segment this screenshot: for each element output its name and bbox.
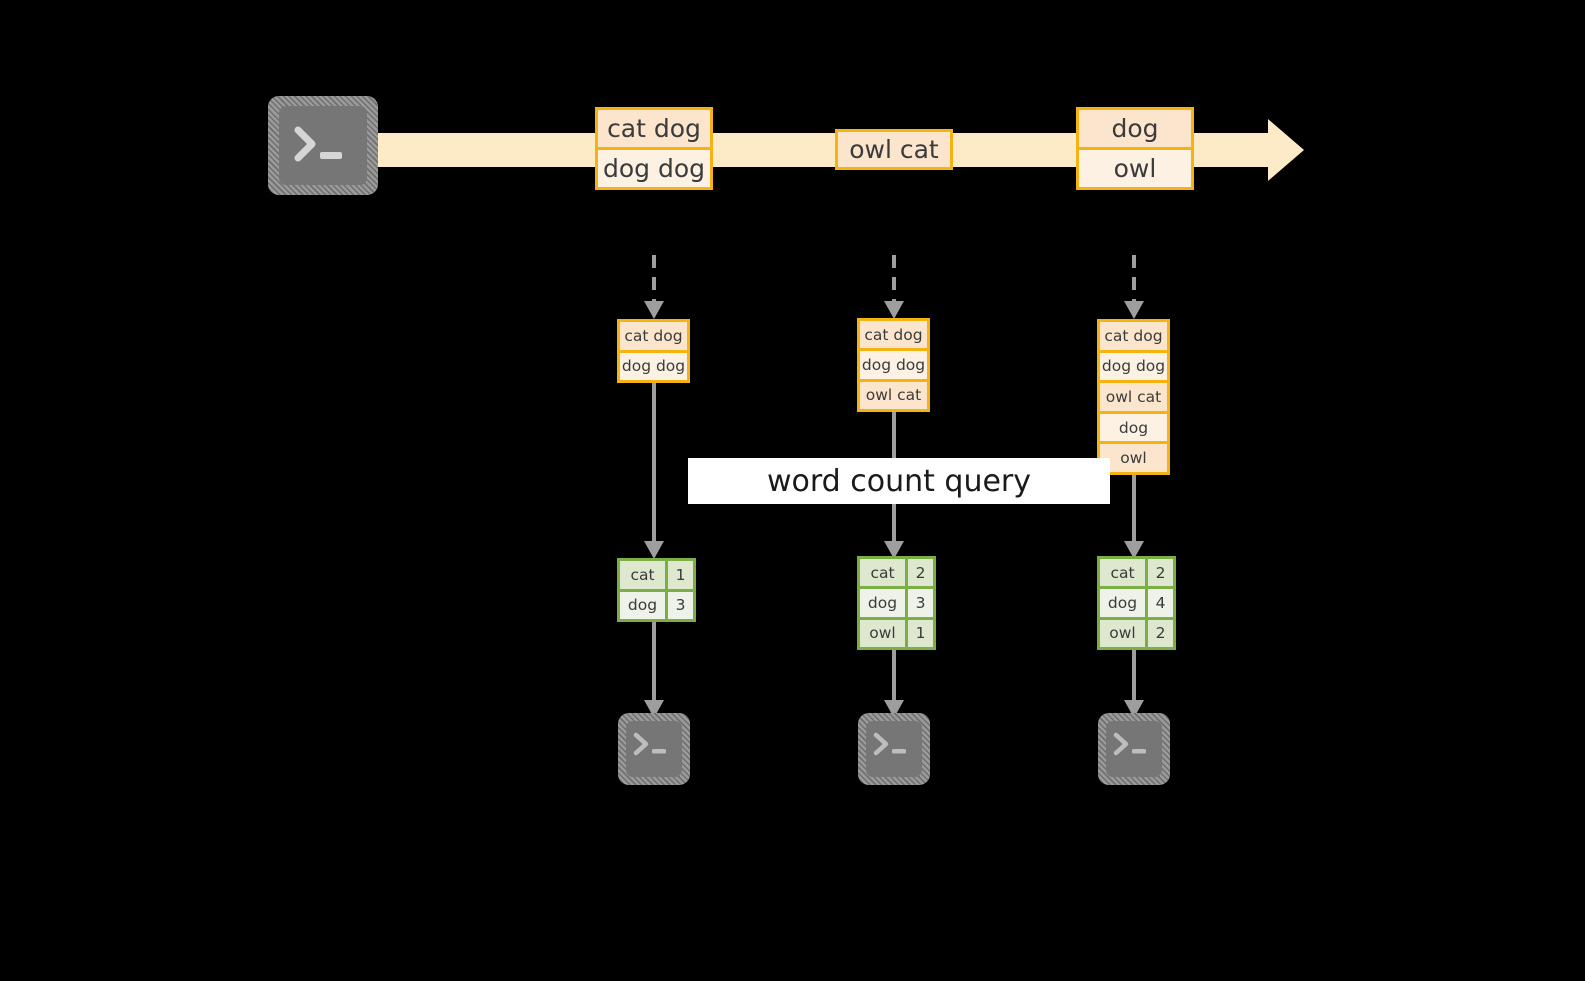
result-row: dog 3 (860, 586, 933, 617)
terminal-prompt-icon (1113, 732, 1146, 756)
snapshot-3-dashed-connector (1124, 255, 1144, 319)
input-line: owl (1100, 441, 1167, 472)
snapshot-2-dashed-connector (884, 255, 904, 319)
result-count: 2 (908, 559, 933, 587)
result-word: owl (1100, 619, 1148, 647)
stream-record-2: owl cat (835, 129, 953, 170)
input-line: cat dog (620, 322, 687, 350)
result-count: 3 (668, 591, 693, 619)
result-row: owl 1 (860, 616, 933, 647)
terminal-screen (279, 106, 367, 185)
source-terminal-icon[interactable] (268, 96, 378, 195)
snapshot-2-sink-terminal-icon[interactable] (858, 713, 930, 785)
input-line: dog dog (860, 348, 927, 379)
snapshot-3-sink-terminal-icon[interactable] (1098, 713, 1170, 785)
snapshot-3-sink-connector (1124, 650, 1144, 718)
result-count: 1 (668, 561, 693, 589)
snapshot-1-dashed-connector (644, 255, 664, 319)
input-line: owl cat (860, 378, 927, 409)
snapshot-1-input-table: cat dog dog dog (617, 319, 690, 383)
result-row: cat 1 (620, 561, 693, 589)
result-word: dog (620, 591, 668, 619)
snapshot-1-result-table: cat 1 dog 3 (617, 558, 696, 622)
result-word: cat (1100, 559, 1148, 587)
result-word: dog (860, 589, 908, 617)
result-word: owl (860, 619, 908, 647)
stream-record-3: dog owl (1076, 107, 1194, 190)
snapshot-3-result-table: cat 2 dog 4 owl 2 (1097, 556, 1176, 650)
result-word: dog (1100, 589, 1148, 617)
stream-arrowhead (1268, 119, 1304, 181)
snapshot-2-input-table: cat dog dog dog owl cat (857, 318, 930, 412)
result-word: cat (860, 559, 908, 587)
input-line: dog dog (1100, 349, 1167, 381)
snapshot-3-query-connector (1124, 475, 1144, 559)
result-count: 1 (908, 619, 933, 647)
terminal-prompt-icon (633, 732, 666, 756)
snapshot-1-sink-terminal-icon[interactable] (618, 713, 690, 785)
record-line: owl (1079, 147, 1191, 187)
terminal-prompt-icon (873, 732, 906, 756)
result-count: 3 (908, 589, 933, 617)
input-line: dog (1100, 410, 1167, 442)
snapshot-1-sink-connector (644, 622, 664, 718)
terminal-prompt-icon (294, 126, 342, 162)
input-line: cat dog (1100, 322, 1167, 350)
record-line: dog (1079, 110, 1191, 147)
result-count: 4 (1148, 589, 1173, 617)
query-label: word count query (688, 458, 1110, 504)
result-row: owl 2 (1100, 616, 1173, 647)
input-line: owl cat (1100, 380, 1167, 411)
snapshot-2-sink-connector (884, 650, 904, 718)
input-line: cat dog (860, 321, 927, 349)
snapshot-2-result-table: cat 2 dog 3 owl 1 (857, 556, 936, 650)
result-count: 2 (1148, 619, 1173, 647)
result-row: cat 2 (860, 559, 933, 587)
result-word: cat (620, 561, 668, 589)
stream-record-1: cat dog dog dog (595, 107, 713, 190)
record-line: cat dog (598, 110, 710, 147)
result-row: cat 2 (1100, 559, 1173, 587)
result-count: 2 (1148, 559, 1173, 587)
record-line: dog dog (598, 147, 710, 187)
record-line: owl cat (838, 132, 950, 167)
result-row: dog 4 (1100, 586, 1173, 617)
snapshot-1-query-connector (644, 383, 664, 559)
result-row: dog 3 (620, 588, 693, 619)
snapshot-3-input-table: cat dog dog dog owl cat dog owl (1097, 319, 1170, 475)
input-line: dog dog (620, 349, 687, 380)
